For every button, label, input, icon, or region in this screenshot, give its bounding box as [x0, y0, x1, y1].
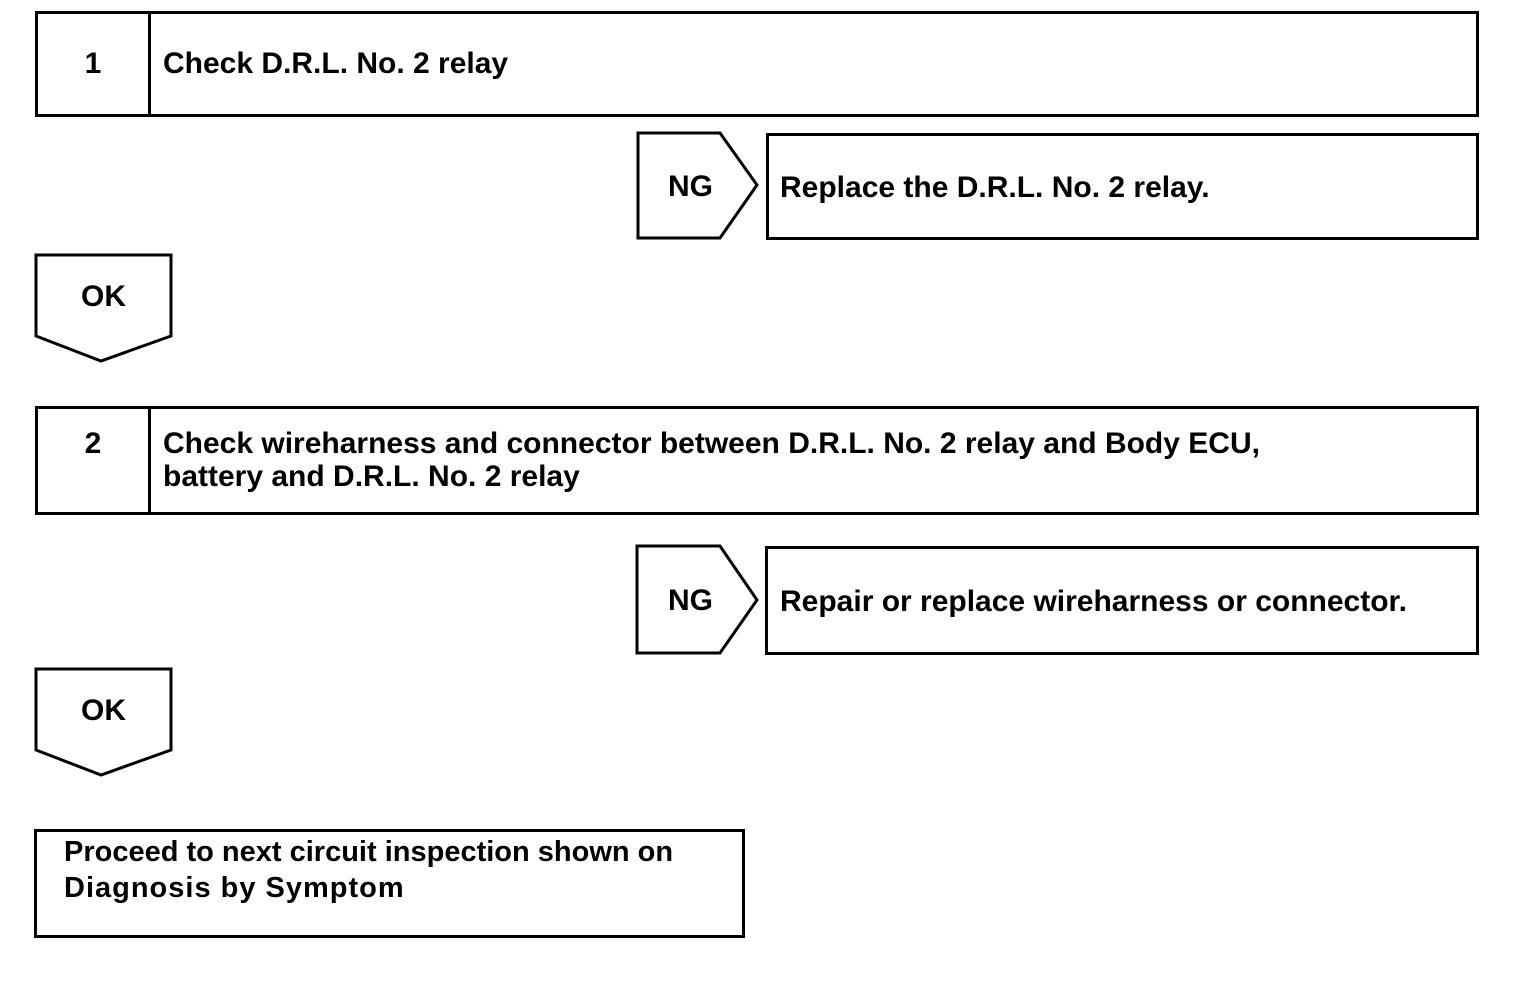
ng-1-label: NG — [668, 170, 713, 203]
step-1-divider — [148, 11, 151, 117]
final-box-line-2: Diagnosis by Symptom — [64, 872, 405, 904]
ng-1-action-text: Replace the D.R.L. No. 2 relay. — [780, 171, 1210, 204]
ok-1-label: OK — [81, 280, 126, 313]
final-box-line-1: Proceed to next circuit inspection shown… — [64, 836, 674, 868]
step-2-title-line-1: Check wireharness and connector between … — [163, 427, 1260, 460]
step-2-title-line-2: battery and D.R.L. No. 2 relay — [163, 460, 580, 493]
step-2-divider — [148, 406, 151, 515]
step-1-number: 1 — [84, 47, 102, 80]
final-box — [34, 829, 745, 938]
ng-1-action-box — [766, 133, 1479, 240]
step-1-box — [35, 11, 1479, 117]
ok-2-label: OK — [81, 694, 126, 727]
step-2-number: 2 — [84, 427, 102, 460]
ng-2-action-box — [765, 546, 1479, 655]
step-2-box — [35, 406, 1479, 515]
step-1-title: Check D.R.L. No. 2 relay — [163, 47, 509, 80]
ng-2-action-text: Repair or replace wireharness or connect… — [780, 585, 1407, 618]
ng-2-label: NG — [668, 584, 713, 617]
